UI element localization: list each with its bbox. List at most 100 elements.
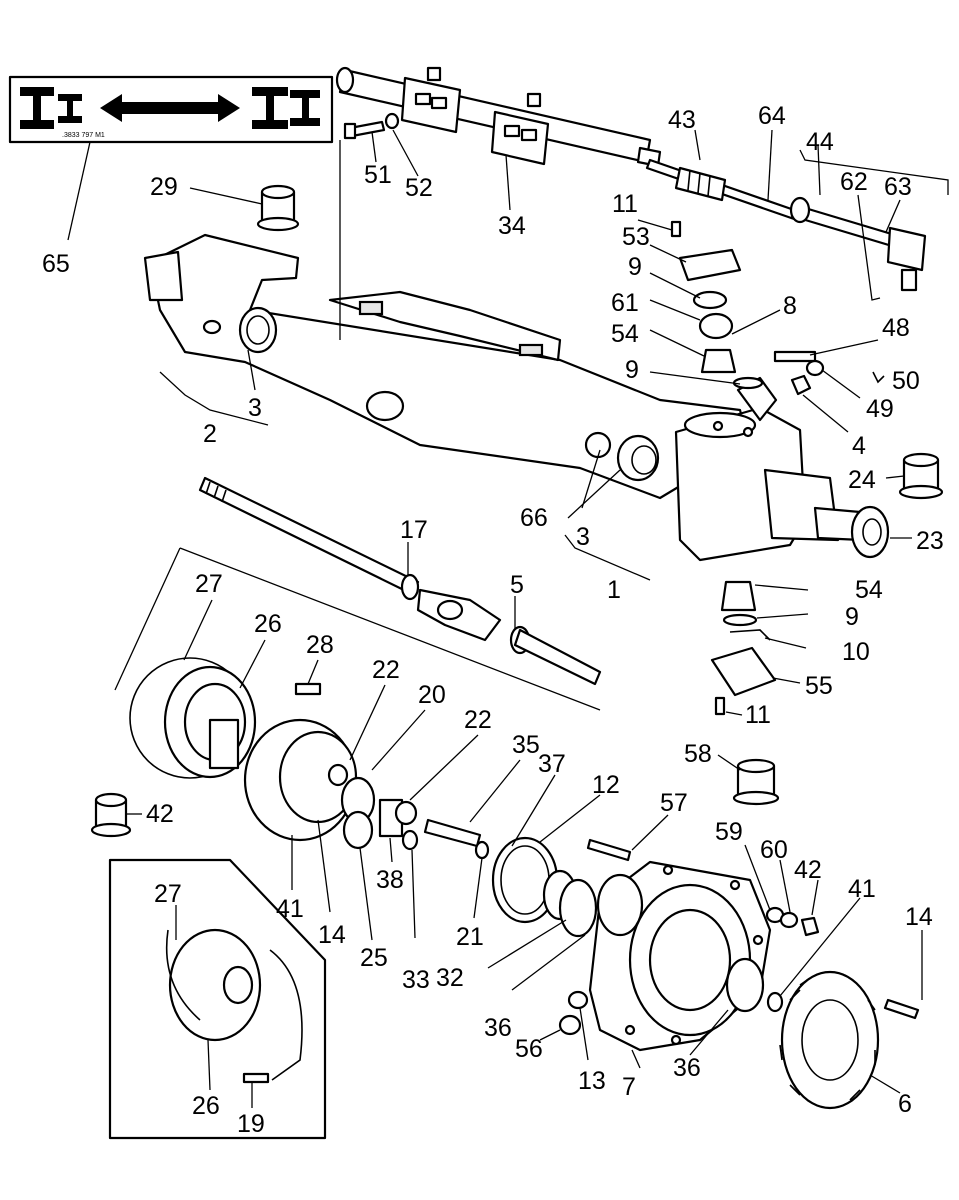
bushing-24 [898, 452, 944, 500]
callout-27-inset: 27 [154, 880, 182, 908]
double-arrow-icon [100, 94, 240, 122]
inset-detail [108, 858, 327, 1140]
callout-5: 5 [510, 571, 524, 599]
callout-55: 55 [805, 672, 833, 700]
callout-22-left: 22 [372, 656, 400, 684]
callout-48: 48 [882, 314, 910, 342]
fitting-4 [790, 374, 812, 396]
ring-32 [401, 829, 419, 851]
callout-35: 35 [512, 731, 540, 759]
plug-7 [558, 1014, 582, 1036]
callout-13-left: 36 [484, 1014, 512, 1042]
washer-52 [384, 112, 400, 130]
callout-20: 20 [418, 681, 446, 709]
callout-11-top: 11 [612, 190, 638, 218]
callout-37: 37 [538, 750, 566, 778]
ring-carrier-26 [129, 657, 257, 779]
ring-36 [474, 840, 490, 860]
callout-38: 14 [318, 921, 346, 949]
callout-59: 60 [760, 836, 788, 864]
callout-17: 17 [400, 516, 428, 544]
nut-49 [805, 359, 825, 377]
steering-cylinder [335, 66, 662, 168]
callout-12: 12 [592, 771, 620, 799]
callout-24: 24 [848, 466, 876, 494]
pin-54 [700, 348, 737, 374]
callout-34: 34 [498, 212, 526, 240]
bearing-13 [558, 878, 598, 938]
pin-35 [423, 818, 482, 848]
callout-23: 23 [916, 527, 944, 555]
bushing-40 [732, 758, 780, 806]
callout-56: 32 [436, 964, 464, 992]
wheel-hub-19 [588, 860, 772, 1052]
callout-29: 29 [150, 173, 178, 201]
tie-rod-adjuster [645, 158, 802, 222]
callout-61: 61 [611, 289, 639, 317]
callout-49: 49 [866, 395, 894, 423]
callout-1: 1 [607, 576, 621, 604]
bolt-41 [883, 998, 920, 1020]
callout-11-lower: 11 [745, 701, 771, 729]
callout-53: 53 [622, 223, 650, 251]
callout-6: 13 [578, 1067, 606, 1095]
callout-65: 65 [42, 250, 70, 278]
callout-57: 57 [660, 789, 688, 817]
cap-53 [678, 248, 742, 282]
callout-36: 21 [456, 923, 484, 951]
callout-7: 56 [515, 1035, 543, 1063]
tie-rod-end [789, 196, 927, 292]
cap-55 [710, 646, 777, 697]
four-wheel-drive-decal: .3833 797 M1 [8, 75, 334, 144]
callout-4: 4 [852, 432, 866, 460]
shim-9 [692, 290, 728, 310]
tractor-right-icon [252, 87, 320, 129]
plug-6 [567, 990, 589, 1010]
decal-part-number: .3833 797 M1 [62, 132, 105, 139]
planet-gear-33b [342, 810, 374, 850]
callout-63: 63 [884, 173, 912, 201]
callout-54-top: 54 [611, 320, 639, 348]
callout-43: 43 [668, 106, 696, 134]
callout-27-top: 27 [195, 570, 223, 598]
callout-21: 38 [376, 866, 404, 894]
callout-14: 42 [146, 800, 174, 828]
callout-8: 8 [783, 292, 797, 320]
callout-25: 41 [276, 895, 304, 923]
callout-28: 28 [306, 631, 334, 659]
callout-22-right: 22 [464, 706, 492, 734]
callout-3-left: 3 [248, 394, 262, 422]
pin-54-lower [720, 580, 757, 612]
bolt-57 [586, 838, 632, 862]
callout-42: 41 [848, 875, 876, 903]
swivel-housing [674, 376, 890, 562]
bolt-11-lower [714, 696, 726, 716]
tractor-left-icon [20, 87, 82, 129]
callout-62: 62 [840, 168, 868, 196]
callout-19: 7 [622, 1073, 636, 1101]
callout-10: 10 [842, 638, 870, 666]
bearing-13b [725, 957, 765, 1013]
pin-50 [872, 371, 885, 384]
callout-41: 14 [905, 903, 933, 931]
callout-3-right: 3 [576, 523, 590, 551]
callout-9-top: 9 [628, 253, 642, 281]
callout-64: 64 [758, 102, 786, 130]
callout-44: 44 [806, 128, 834, 156]
washer-42 [766, 991, 784, 1013]
callout-50: 50 [892, 367, 920, 395]
callout-labels: 65 51 52 34 43 64 44 62 63 29 11 53 9 61… [42, 102, 944, 1138]
shim-9-lower [722, 613, 758, 627]
callout-26-inset: 26 [192, 1092, 220, 1120]
drive-shaft [198, 476, 602, 686]
bolt-48 [773, 350, 817, 363]
callout-2: 2 [203, 420, 217, 448]
callout-18: 19 [237, 1110, 265, 1138]
bushing-14 [90, 792, 132, 838]
nut-60 [800, 916, 820, 937]
wheel-cover-39 [779, 970, 880, 1110]
bolt-51 [343, 120, 386, 140]
callout-33: 25 [360, 944, 388, 972]
callout-9-mid: 9 [625, 356, 639, 384]
